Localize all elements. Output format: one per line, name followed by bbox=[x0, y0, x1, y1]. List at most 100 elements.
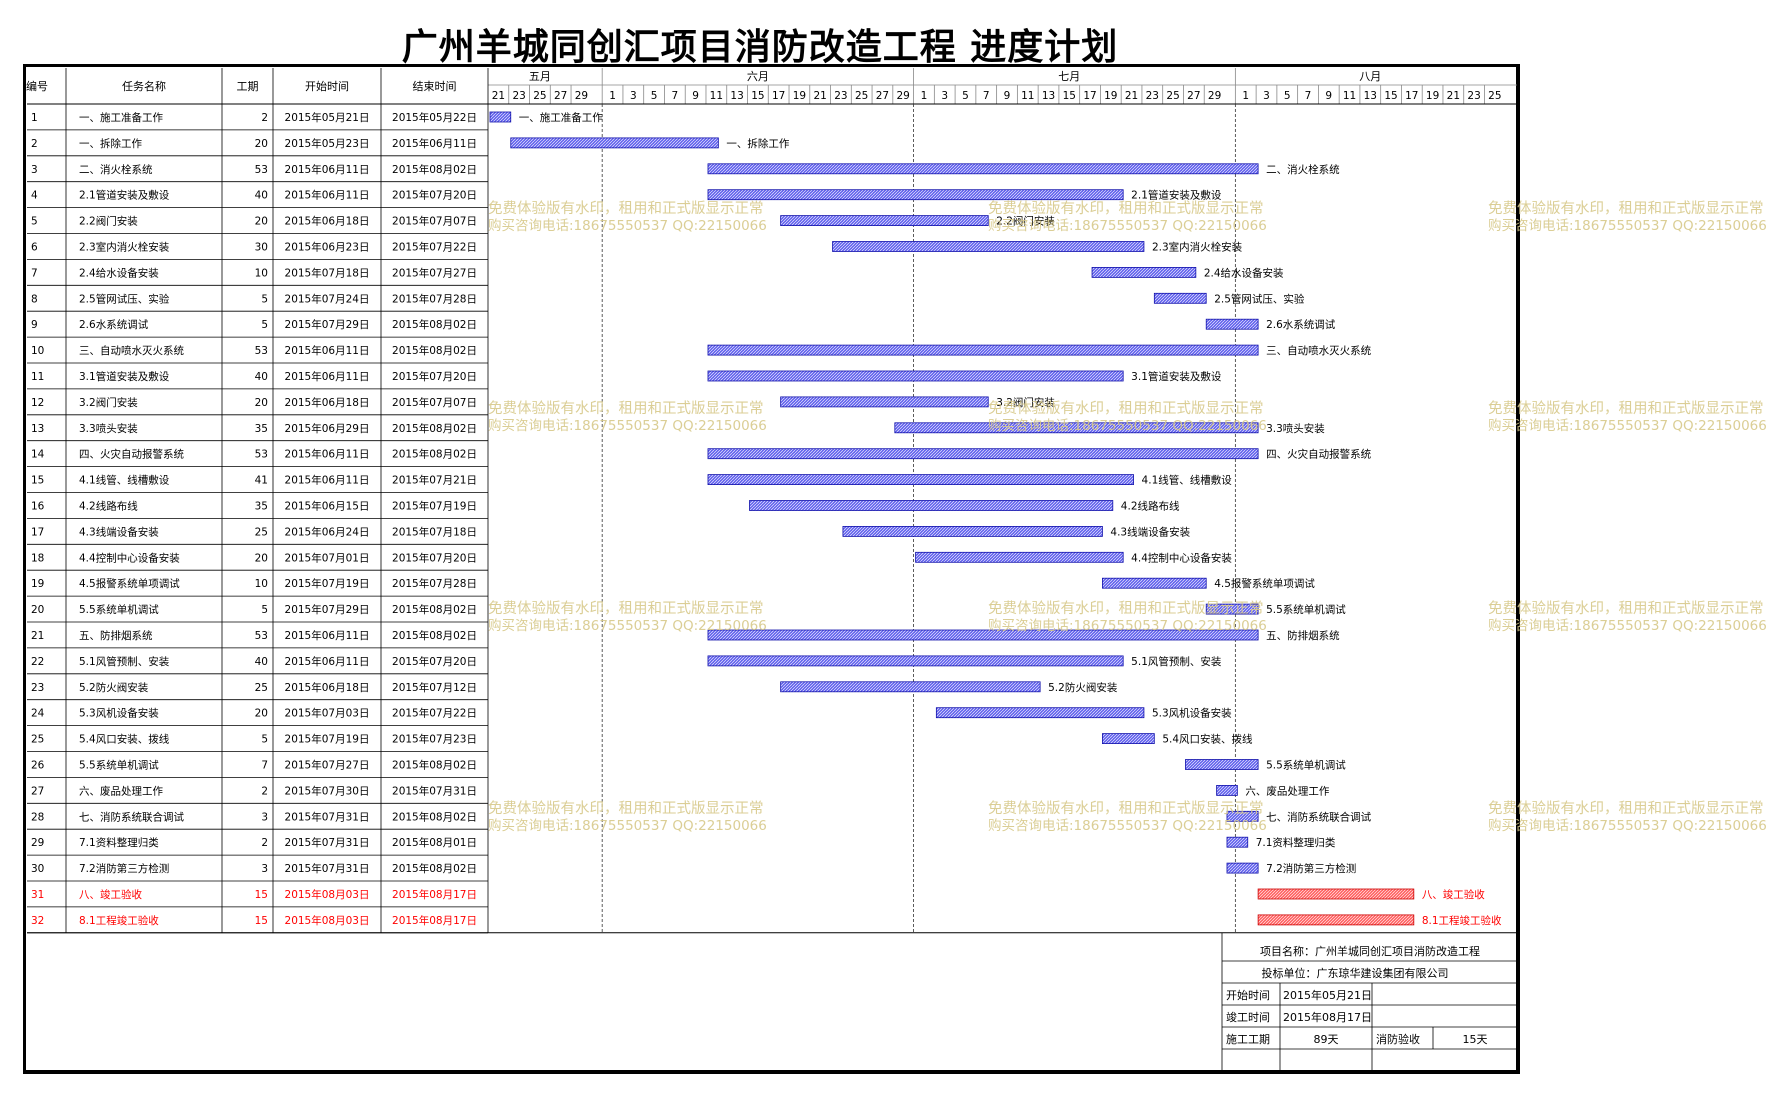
day-tick-label: 21 bbox=[1125, 90, 1138, 102]
info-bidder: 投标单位：广东琼华建设集团有限公司 bbox=[1262, 966, 1449, 980]
task-duration: 41 bbox=[255, 475, 268, 487]
gantt-bar bbox=[489, 111, 512, 123]
task-duration: 25 bbox=[255, 526, 268, 538]
gantt-bar bbox=[1205, 603, 1259, 615]
day-tick-label: 15 bbox=[1384, 90, 1397, 102]
day-tick-label: 17 bbox=[1083, 90, 1096, 102]
task-duration: 30 bbox=[255, 241, 268, 253]
gantt-bar-label: 2.4给水设备安装 bbox=[1204, 266, 1284, 279]
watermark-line2: 购买咨询电话:18675550537 QQ:22150066 bbox=[1488, 218, 1767, 234]
task-id: 19 bbox=[31, 578, 44, 590]
task-duration: 2 bbox=[261, 785, 268, 797]
task-id: 32 bbox=[31, 915, 44, 927]
watermark-line2: 购买咨询电话:18675550537 QQ:22150066 bbox=[1488, 618, 1767, 634]
gantt-bar bbox=[780, 681, 1041, 693]
gantt-bar-label: 4.3线端设备安装 bbox=[1110, 525, 1190, 538]
task-name: 3.3喷头安装 bbox=[79, 422, 138, 435]
watermark-line2: 购买咨询电话:18675550537 QQ:22150066 bbox=[988, 618, 1267, 634]
task-name: 5.4风口安装、拨线 bbox=[79, 733, 170, 746]
gantt-bar bbox=[1102, 577, 1207, 589]
task-end: 2015年07月12日 bbox=[392, 681, 477, 694]
gantt-bar bbox=[915, 551, 1124, 563]
task-end: 2015年08月02日 bbox=[392, 422, 477, 435]
gantt-bar bbox=[842, 526, 1103, 537]
task-end: 2015年07月21日 bbox=[392, 474, 477, 487]
task-duration: 40 bbox=[255, 190, 268, 202]
task-start: 2015年05月23日 bbox=[285, 137, 370, 150]
task-duration: 20 bbox=[255, 708, 268, 720]
month-label: 五月 bbox=[529, 70, 551, 83]
task-name: 六、废品处理工作 bbox=[79, 784, 163, 797]
gantt-bar-label: 四、火灾自动报警系统 bbox=[1266, 448, 1371, 461]
task-id: 25 bbox=[31, 734, 44, 746]
watermark-line2: 购买咨询电话:18675550537 QQ:22150066 bbox=[488, 618, 767, 634]
gantt-bar-label: 3.2阀门安装 bbox=[996, 396, 1055, 409]
task-end: 2015年07月27日 bbox=[392, 266, 477, 279]
task-duration: 20 bbox=[255, 552, 268, 564]
watermark-line1: 免费体验版有水印，租用和正式版显示正常 bbox=[988, 200, 1264, 217]
task-end: 2015年08月02日 bbox=[392, 758, 477, 771]
task-id: 15 bbox=[31, 475, 44, 487]
task-start: 2015年06月11日 bbox=[285, 655, 370, 668]
day-tick-label: 17 bbox=[1405, 90, 1418, 102]
task-name: 4.5报警系统单项调试 bbox=[79, 577, 180, 590]
watermark-line1: 免费体验版有水印，租用和正式版显示正常 bbox=[1488, 400, 1764, 417]
task-duration: 53 bbox=[255, 164, 268, 176]
task-end: 2015年08月02日 bbox=[392, 629, 477, 642]
watermark-line2: 购买咨询电话:18675550537 QQ:22150066 bbox=[488, 418, 767, 434]
gantt-bar-label: 7.2消防第三方检测 bbox=[1266, 862, 1356, 875]
day-tick-label: 9 bbox=[692, 90, 699, 102]
task-end: 2015年07月31日 bbox=[392, 784, 477, 797]
task-id: 3 bbox=[31, 164, 38, 176]
task-name: 八、竣工验收 bbox=[79, 888, 142, 901]
task-end: 2015年05月22日 bbox=[392, 111, 477, 124]
task-duration: 15 bbox=[255, 889, 268, 901]
gantt-bar bbox=[1257, 914, 1415, 926]
watermark-line1: 免费体验版有水印，租用和正式版显示正常 bbox=[488, 600, 764, 617]
task-id: 20 bbox=[31, 604, 44, 616]
task-id: 4 bbox=[31, 190, 38, 202]
day-tick-label: 29 bbox=[575, 90, 588, 102]
task-start: 2015年06月24日 bbox=[285, 525, 370, 538]
day-tick-label: 23 bbox=[512, 90, 525, 102]
gantt-bar bbox=[749, 500, 1114, 511]
day-tick-label: 25 bbox=[1488, 90, 1501, 102]
day-tick-label: 19 bbox=[1104, 90, 1117, 102]
task-start: 2015年07月19日 bbox=[285, 733, 370, 746]
task-end: 2015年07月28日 bbox=[392, 292, 477, 305]
task-end: 2015年07月19日 bbox=[392, 499, 477, 512]
task-end: 2015年08月17日 bbox=[392, 888, 477, 901]
watermark-line1: 免费体验版有水印，租用和正式版显示正常 bbox=[1488, 200, 1764, 217]
task-start: 2015年07月18日 bbox=[285, 266, 370, 279]
task-end: 2015年07月23日 bbox=[392, 733, 477, 746]
task-duration: 53 bbox=[255, 345, 268, 357]
task-start: 2015年06月11日 bbox=[285, 448, 370, 461]
task-end: 2015年08月02日 bbox=[392, 862, 477, 875]
gantt-bar bbox=[1226, 862, 1259, 874]
task-duration: 35 bbox=[255, 500, 268, 512]
task-id: 17 bbox=[31, 526, 44, 538]
day-tick-label: 25 bbox=[533, 90, 546, 102]
task-name: 4.2线路布线 bbox=[79, 499, 138, 512]
gantt-bar bbox=[1102, 733, 1155, 744]
task-id: 28 bbox=[31, 811, 44, 823]
task-start: 2015年07月24日 bbox=[285, 292, 370, 305]
task-start: 2015年07月31日 bbox=[285, 836, 370, 849]
task-start: 2015年08月03日 bbox=[285, 914, 370, 927]
task-id: 23 bbox=[31, 682, 44, 694]
gantt-bar bbox=[707, 655, 1124, 667]
gantt-bar bbox=[1226, 836, 1249, 848]
task-name: 5.3风机设备安装 bbox=[79, 707, 159, 720]
task-duration: 10 bbox=[255, 578, 268, 590]
task-id: 26 bbox=[31, 759, 45, 771]
task-name: 七、消防系统联合调试 bbox=[79, 810, 184, 823]
gantt-bar bbox=[707, 448, 1259, 460]
gantt-bar-label: 2.1管道安装及敷设 bbox=[1131, 189, 1222, 202]
task-id: 1 bbox=[31, 112, 38, 124]
task-end: 2015年08月02日 bbox=[392, 318, 477, 331]
day-tick-label: 7 bbox=[671, 90, 678, 102]
day-tick-label: 1 bbox=[609, 90, 616, 102]
gantt-bar bbox=[707, 370, 1124, 382]
task-id: 18 bbox=[31, 552, 44, 564]
